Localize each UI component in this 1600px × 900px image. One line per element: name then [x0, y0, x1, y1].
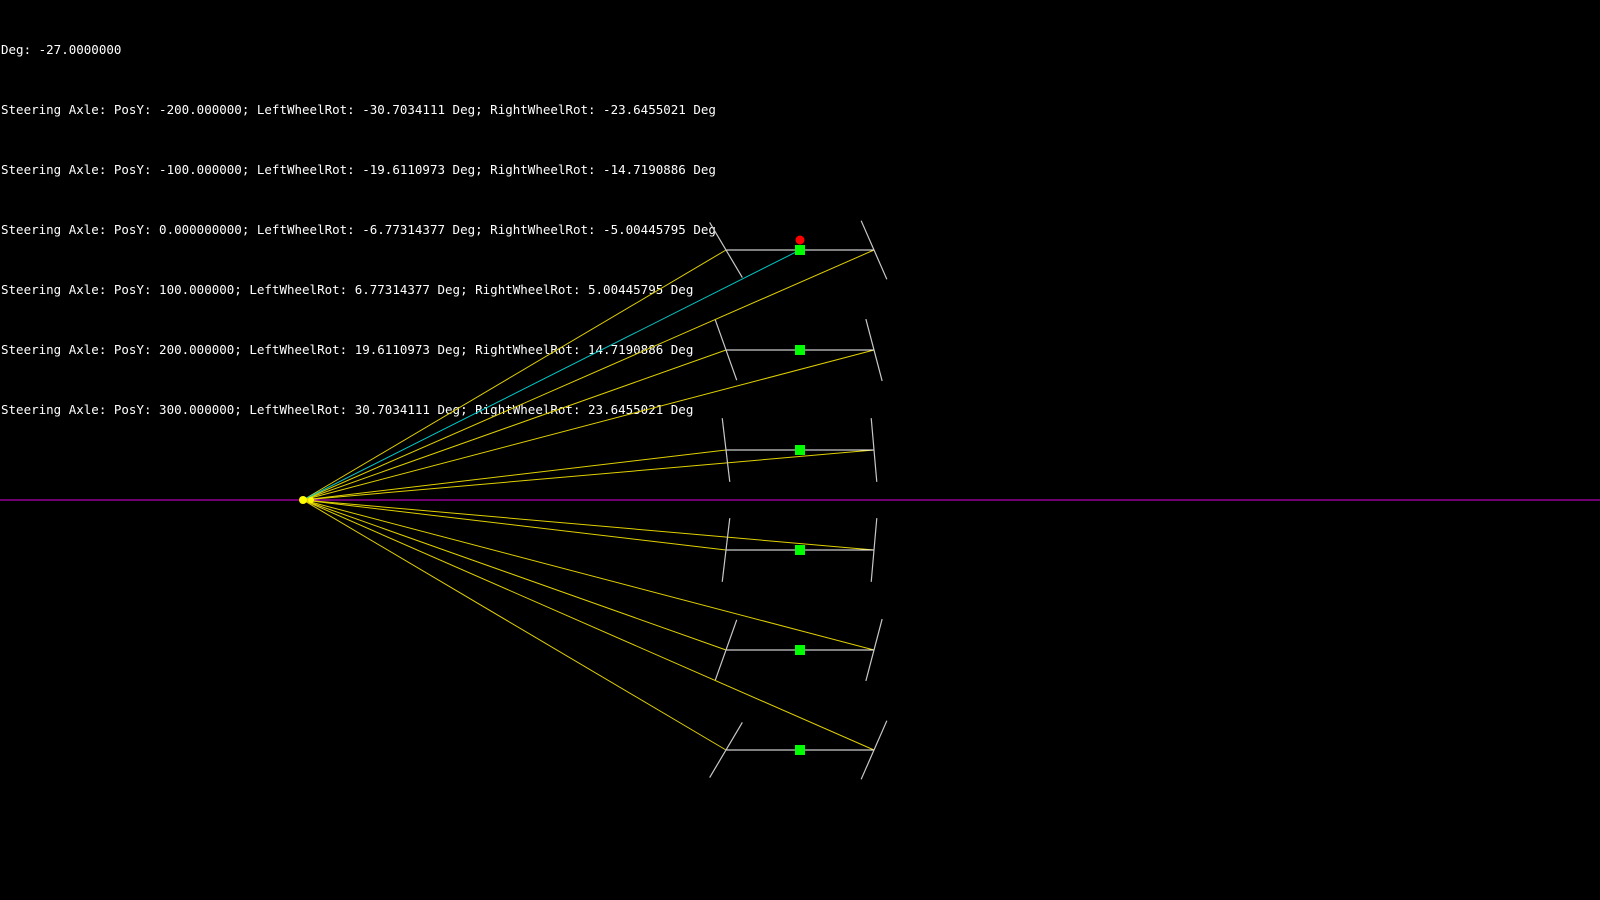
ray-left-3 — [302, 449, 727, 501]
wheel-left-3 — [721, 418, 731, 482]
ray-right-5 — [302, 499, 875, 651]
turning-center-marker — [299, 496, 307, 504]
ray-left-4 — [302, 499, 727, 551]
wheel-right-4 — [870, 518, 878, 582]
axle-center-marker-4 — [795, 545, 805, 555]
ray-left-1 — [302, 249, 727, 501]
debug-readout: Deg: -27.0000000 Steering Axle: PosY: -2… — [1, 0, 716, 460]
ray-right-4 — [302, 499, 875, 551]
ray-selected — [302, 249, 801, 501]
axle-readout-6: Steering Axle: PosY: 300.000000; LeftWhe… — [1, 402, 694, 417]
ray-left-2 — [302, 349, 727, 501]
axle-center-marker-2 — [795, 345, 805, 355]
ray-left-5 — [302, 499, 727, 651]
wheel-right-2 — [865, 318, 883, 382]
selected-axle-marker — [795, 235, 805, 245]
axle-center-marker-3 — [795, 445, 805, 455]
wheel-left-2 — [714, 319, 738, 381]
ray-right-1 — [302, 249, 875, 501]
turning-center-marker-secondary — [308, 497, 314, 503]
ray-left-6 — [302, 499, 727, 751]
ray-right-3 — [302, 449, 875, 501]
deg-readout: Deg: -27.0000000 — [1, 42, 122, 57]
wheel-left-6 — [709, 722, 743, 778]
wheel-right-5 — [865, 618, 883, 682]
wheel-right-3 — [870, 418, 878, 482]
axle-readout-3: Steering Axle: PosY: 0.000000000; LeftWh… — [1, 222, 716, 237]
axle-center-marker-6 — [795, 745, 805, 755]
wheel-right-1 — [860, 220, 888, 280]
wheel-left-4 — [721, 518, 731, 582]
ray-right-6 — [302, 499, 875, 751]
axle-center-marker-5 — [795, 645, 805, 655]
axle-center-marker-1 — [795, 245, 805, 255]
axle-readout-4: Steering Axle: PosY: 100.000000; LeftWhe… — [1, 282, 694, 297]
ray-right-2 — [302, 349, 875, 501]
wheel-left-1 — [709, 222, 743, 278]
wheel-right-6 — [860, 720, 888, 780]
axle-readout-5: Steering Axle: PosY: 200.000000; LeftWhe… — [1, 342, 694, 357]
axle-readout-1: Steering Axle: PosY: -200.000000; LeftWh… — [1, 102, 716, 117]
axle-readout-2: Steering Axle: PosY: -100.000000; LeftWh… — [1, 162, 716, 177]
wheel-left-5 — [714, 619, 738, 681]
